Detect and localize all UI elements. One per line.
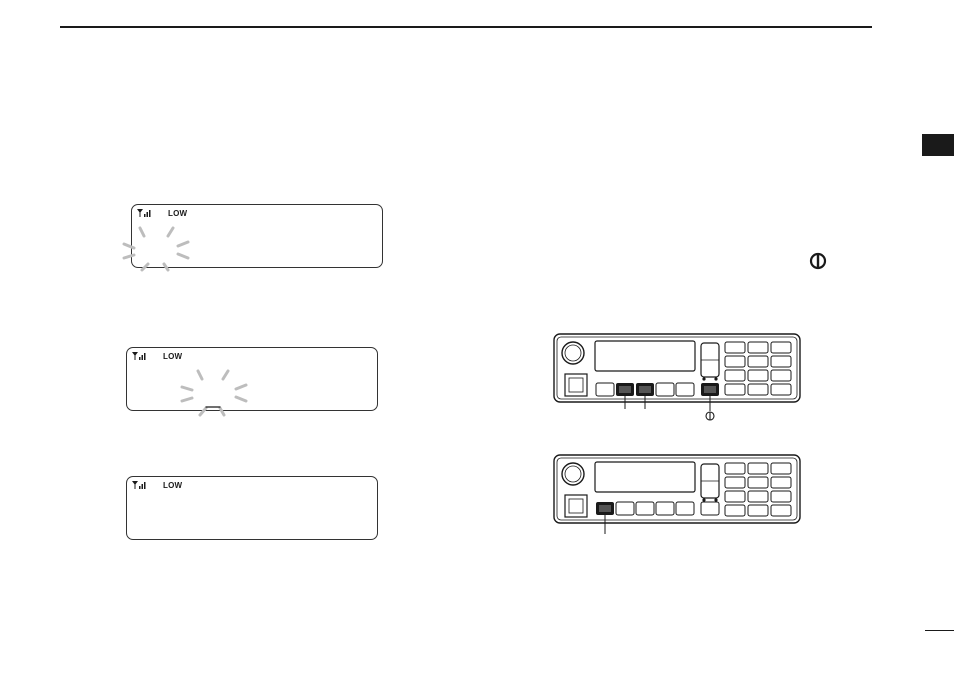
lcd-display-3: LOW [126,476,378,540]
page-number-rule [925,630,954,631]
signal-icon [137,208,153,218]
radio-front-panel-2 [553,454,803,536]
blink-marks-icon [176,365,256,421]
power-icon [808,251,828,271]
low-power-indicator: LOW [163,481,182,490]
signal-icon [132,351,148,361]
low-power-indicator: LOW [168,209,187,218]
header-rule [60,26,872,28]
radio-front-panel-1 [553,333,803,423]
signal-icon [132,480,148,490]
section-tab [922,134,954,156]
low-power-indicator: LOW [163,352,182,361]
blink-marks-icon [118,222,198,280]
